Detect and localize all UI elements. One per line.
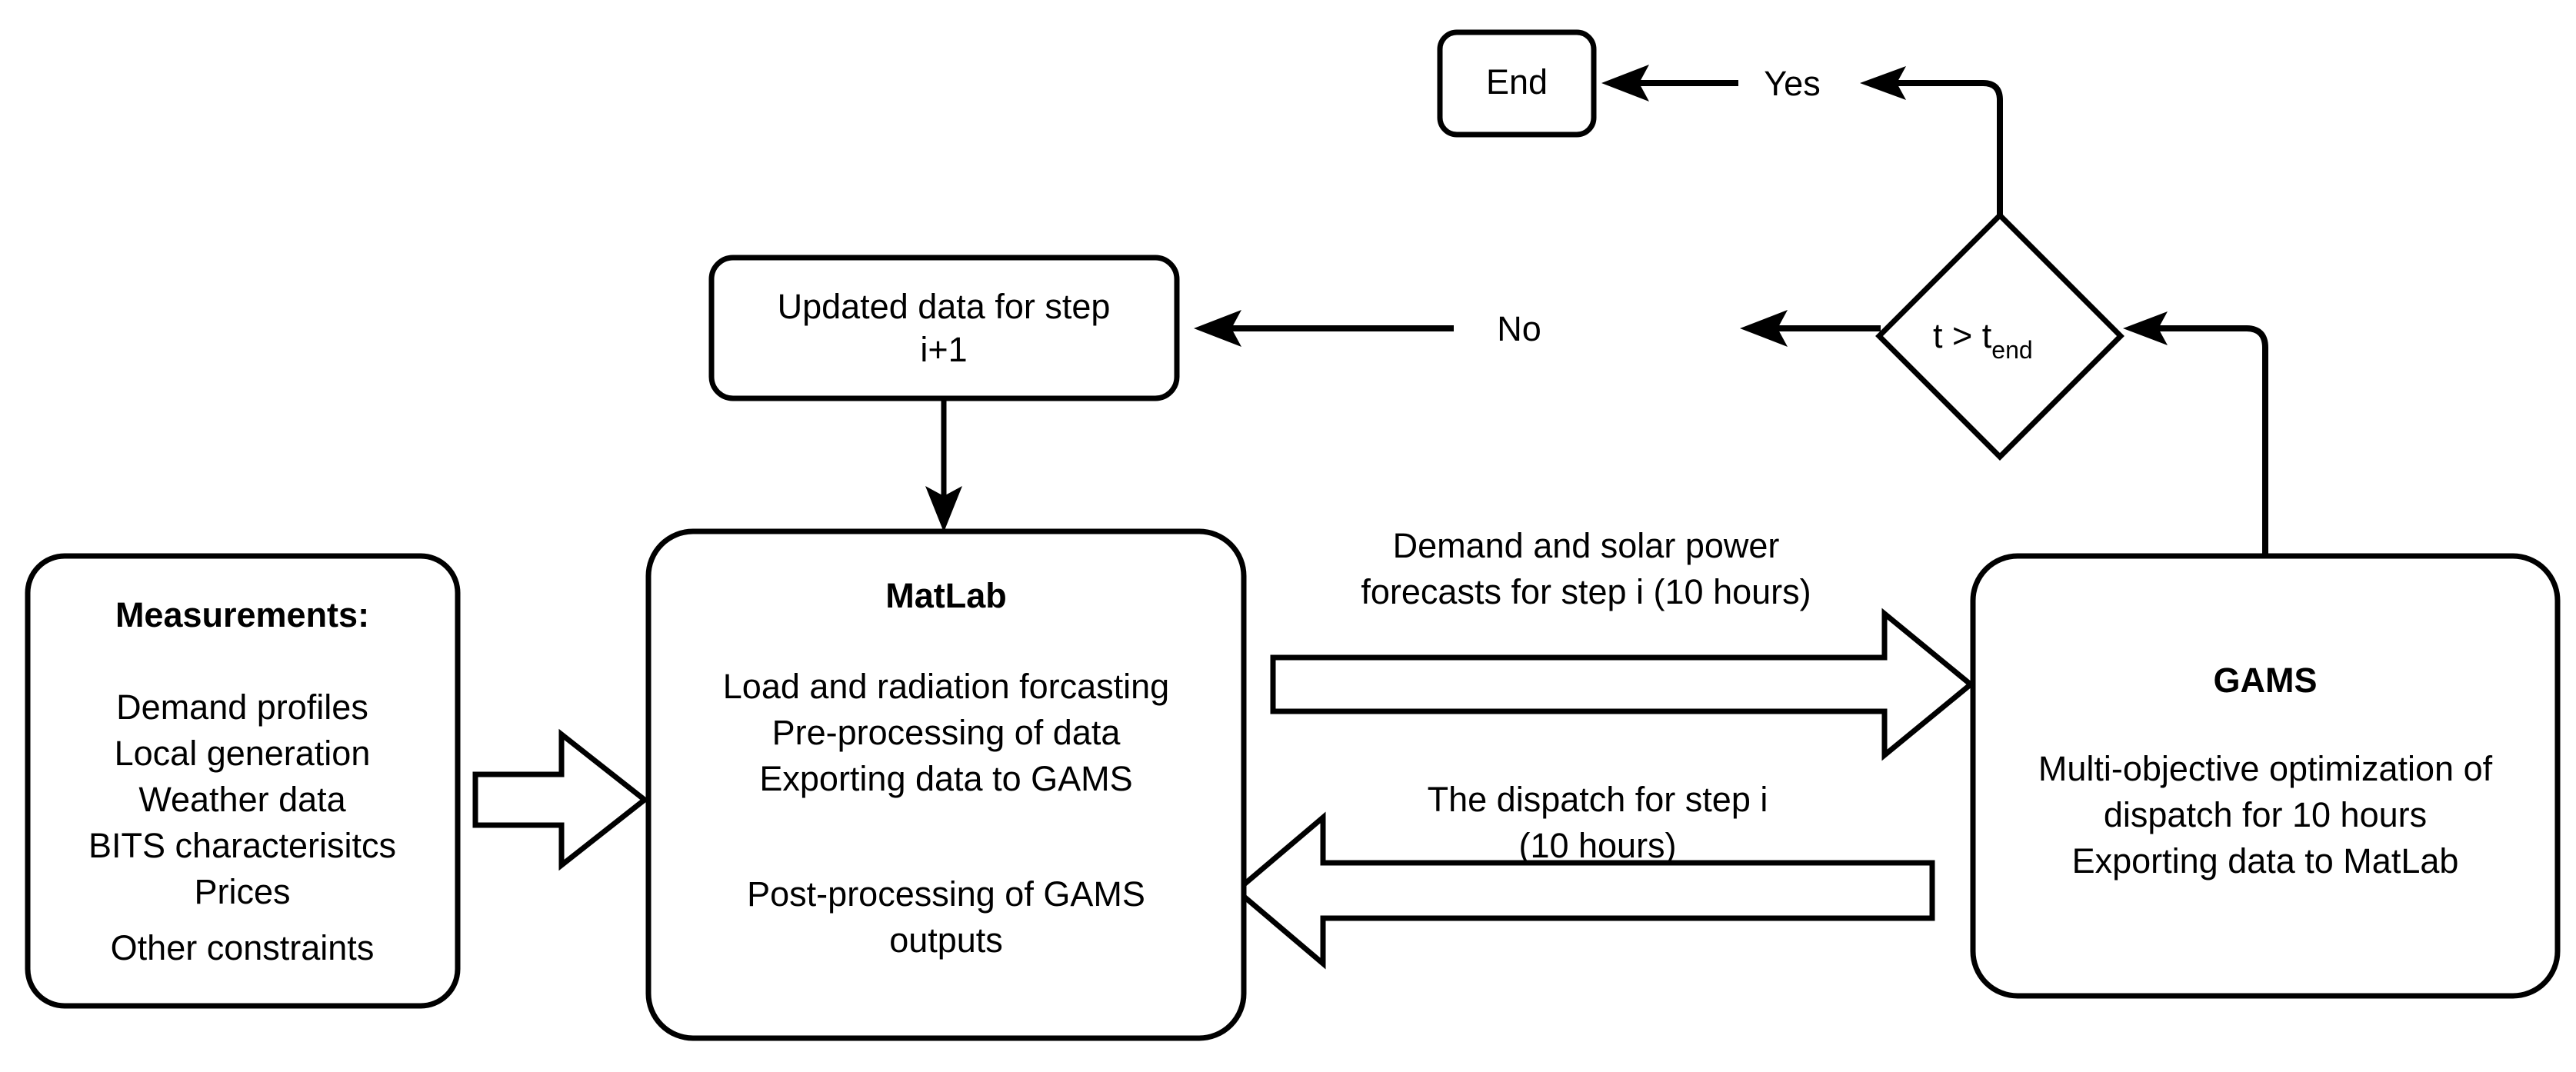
node-end-box[interactable]	[1437, 29, 1597, 138]
node-measurements-item-5: Other constraints	[111, 928, 375, 967]
decision-expression-subscript: end	[1991, 336, 2032, 364]
node-decision-diamond[interactable]	[1875, 211, 2124, 461]
node-measurements-item-3: BITS characterisitcs	[88, 826, 396, 865]
edge-label-dispatch-line-1: The dispatch for step i	[1428, 780, 1768, 819]
node-measurements-item-4: Prices	[194, 872, 290, 911]
node-gams-line-0: Multi-objective optimization of	[2038, 749, 2493, 788]
arrowhead-updated-data-to-matlab	[925, 486, 962, 532]
edge-label-forecast-line-1: Demand and solar power	[1393, 526, 1780, 565]
edge-label-yes: Yes	[1764, 64, 1820, 103]
arrowhead-decision-to-no	[1740, 310, 1788, 347]
node-matlab-line-4: outputs	[889, 921, 1003, 960]
node-measurements-item-2: Weather data	[138, 780, 346, 819]
arrowhead-yes-to-end	[1601, 65, 1649, 102]
edge-label-forecast-line-2: forecasts for step i (10 hours)	[1361, 572, 1811, 611]
node-measurements-heading: Measurements:	[115, 595, 369, 634]
node-measurements-item-1: Local generation	[115, 734, 371, 773]
decision-expression-base: t > t	[1933, 316, 1992, 355]
arrowhead-yes-elbow	[1860, 66, 1906, 100]
connector-decision-yes-elbow	[1885, 80, 2003, 215]
edge-label-dispatch-line-2: (10 hours)	[1518, 826, 1676, 865]
node-updated-data-line-2: i+1	[920, 330, 967, 369]
block-arrow-measurements-to-matlab	[472, 728, 649, 871]
node-matlab-heading: MatLab	[885, 576, 1007, 615]
node-matlab-line-3: Post-processing of GAMS	[747, 874, 1145, 914]
edge-label-no: No	[1497, 309, 1541, 348]
node-gams-line-2: Exporting data to MatLab	[2072, 841, 2459, 881]
node-decision-expression: t > tend	[1933, 316, 2033, 364]
node-gams-line-1: dispatch for 10 hours	[2104, 795, 2427, 834]
node-updated-data-box[interactable]	[708, 255, 1180, 401]
arrowhead-no-to-updated-data	[1194, 310, 1241, 347]
block-arrow-forecasts-to-gams	[1270, 608, 1975, 761]
node-matlab-line-0: Load and radiation forcasting	[723, 667, 1169, 706]
arrowhead-gams-to-decision	[2123, 311, 2168, 345]
node-matlab-line-2: Exporting data to GAMS	[759, 759, 1132, 798]
node-updated-data-line-1: Updated data for step	[778, 287, 1111, 326]
node-measurements-item-0: Demand profiles	[116, 687, 368, 727]
block-arrow-dispatch-to-matlab	[1232, 811, 1935, 970]
node-matlab-line-1: Pre-processing of data	[772, 713, 1121, 752]
node-gams-box[interactable]	[1970, 553, 2561, 999]
node-gams-heading: GAMS	[2214, 661, 2318, 700]
node-measurements-box[interactable]	[25, 553, 461, 1009]
node-matlab-box[interactable]	[645, 528, 1247, 1041]
connector-gams-to-decision	[2146, 325, 2268, 556]
node-end-label: End	[1486, 62, 1548, 102]
